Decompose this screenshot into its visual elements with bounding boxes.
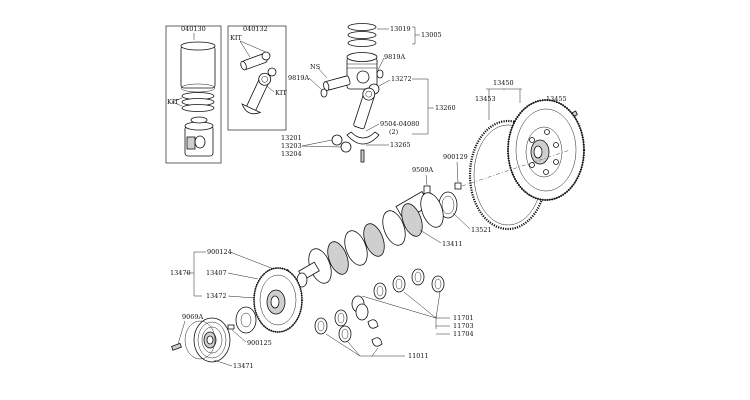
callout-13521[interactable]: 13521 xyxy=(471,226,492,234)
callout-13272[interactable]: 13272 xyxy=(391,75,412,83)
dowel-pin[interactable] xyxy=(454,182,462,190)
snap-ring-right-center[interactable] xyxy=(376,69,384,79)
callout-13455[interactable]: 13455 xyxy=(546,95,567,103)
damper-hub[interactable] xyxy=(235,306,257,334)
piston-rod-group: 13019 13005 NS 9819A 9819A 13272 13260 xyxy=(281,23,456,163)
liner-kit-group: 040130 KIT xyxy=(165,25,222,164)
callout-13471[interactable]: 13471 xyxy=(233,362,254,370)
snap-ring-left-center[interactable] xyxy=(320,88,328,98)
callout-13472[interactable]: 13472 xyxy=(206,292,227,300)
callout-900124[interactable]: 900124 xyxy=(207,248,232,256)
callout-13470[interactable]: 13470 xyxy=(170,269,191,277)
callout-13204[interactable]: 13204 xyxy=(281,150,302,158)
ring-top-1[interactable] xyxy=(347,23,377,31)
callout-13005[interactable]: 13005 xyxy=(421,31,442,39)
main-bearings-group: 11701 11703 11704 11011 xyxy=(314,268,474,360)
callout-900125[interactable]: 900125 xyxy=(247,339,272,347)
callout-kit-right-top[interactable]: KIT xyxy=(230,34,242,42)
callout-040130[interactable]: 040130 xyxy=(181,25,206,33)
cylinder-liner[interactable] xyxy=(180,45,216,89)
liner-kit-box xyxy=(165,25,222,164)
pulley-key[interactable] xyxy=(227,324,235,330)
callout-13201[interactable]: 13201 xyxy=(281,134,302,142)
bearing-half-2[interactable] xyxy=(340,141,352,153)
callout-13411[interactable]: 13411 xyxy=(442,240,463,248)
crankshaft-group: 13411 xyxy=(296,190,463,288)
snap-ring-left[interactable] xyxy=(190,116,208,124)
piston-ring-3[interactable] xyxy=(181,104,215,112)
callout-kit-left[interactable]: KIT xyxy=(167,98,179,106)
callout-13265[interactable]: 13265 xyxy=(390,141,411,149)
main-bearing-lower-row[interactable] xyxy=(314,303,369,343)
callout-ns[interactable]: NS xyxy=(310,63,320,71)
callout-13260[interactable]: 13260 xyxy=(435,104,456,112)
bearing-half-1[interactable] xyxy=(331,134,343,146)
callout-11701[interactable]: 11701 xyxy=(453,314,474,322)
kit-bushing-2[interactable] xyxy=(267,67,277,77)
callout-qty-2[interactable]: (2) xyxy=(389,128,399,136)
ring-top-2[interactable] xyxy=(347,31,377,39)
callout-9509a[interactable]: 9509A xyxy=(412,166,434,174)
rod-cap[interactable] xyxy=(346,131,380,145)
callout-13203[interactable]: 13203 xyxy=(281,142,302,150)
callout-9069a[interactable]: 9069A xyxy=(182,313,204,321)
callout-9819a-left[interactable]: 9819A xyxy=(288,74,310,82)
rod-cap-bolt[interactable] xyxy=(360,149,365,163)
thrust-washers[interactable] xyxy=(367,319,383,347)
callout-900129[interactable]: 900129 xyxy=(443,153,468,161)
callout-11011[interactable]: 11011 xyxy=(408,352,429,360)
callout-13407[interactable]: 13407 xyxy=(206,269,227,277)
callout-9504-04080[interactable]: 9504-04080 xyxy=(380,120,419,128)
pulley-bolt[interactable] xyxy=(171,342,182,351)
rod-kit-group: 040132 KIT KIT xyxy=(227,25,287,131)
callout-9819a-right[interactable]: 9819A xyxy=(384,53,406,61)
callout-11703[interactable]: 11703 xyxy=(453,322,474,330)
flywheel-group: 13450 13453 13455 900129 9509A xyxy=(412,79,585,234)
damper-group: 900124 13470 13407 13472 900125 9069A xyxy=(170,248,303,370)
callout-kit-right-bottom[interactable]: KIT xyxy=(275,89,287,97)
kit-bushing-1[interactable] xyxy=(261,51,271,61)
crankshaft[interactable] xyxy=(296,190,448,288)
callout-11704[interactable]: 11704 xyxy=(453,330,474,338)
ring-top-3[interactable] xyxy=(347,39,377,47)
callout-13453[interactable]: 13453 xyxy=(475,95,496,103)
callout-13450[interactable]: 13450 xyxy=(493,79,514,87)
callout-13019[interactable]: 13019 xyxy=(390,25,411,33)
callout-040132[interactable]: 040132 xyxy=(243,25,268,33)
rod-kit-box xyxy=(227,25,287,131)
